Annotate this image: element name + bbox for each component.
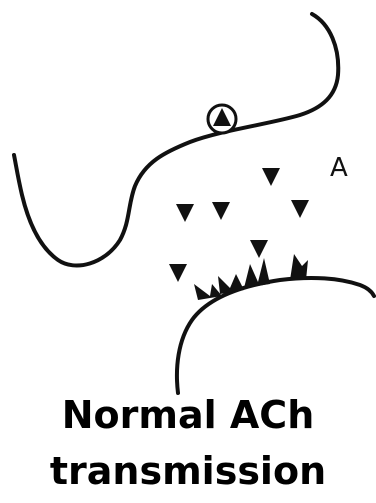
caption-line-1: Normal ACh — [0, 393, 376, 437]
ach-vesicle-icon — [250, 240, 268, 258]
ach-receptor-icon — [244, 258, 270, 288]
ach-receptor-icon — [290, 254, 308, 280]
caption-line-2: transmission — [0, 449, 376, 493]
ach-vesicle-icon — [262, 168, 280, 186]
ach-vesicle-icon — [291, 200, 309, 218]
panel-label: A — [330, 153, 348, 183]
ach-receptors — [194, 254, 308, 300]
ach-vesicles — [169, 168, 309, 282]
presynaptic-membrane — [14, 14, 338, 266]
ach-vesicle-icon — [176, 204, 194, 222]
ach-vesicle-icon — [212, 202, 230, 220]
ach-vesicle-icon — [169, 264, 187, 282]
recycling-vesicle-icon — [208, 105, 236, 133]
